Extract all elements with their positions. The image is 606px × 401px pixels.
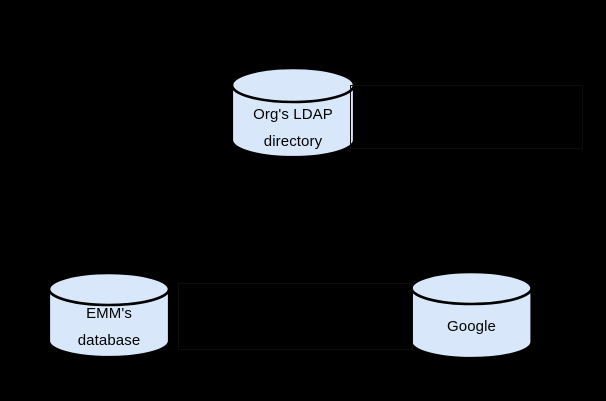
ldap-directory-label: Org's LDAP directory [232, 101, 354, 155]
label-line-1: EMM's [86, 305, 132, 322]
cylinder-body [230, 83, 356, 159]
cylinder-google [410, 270, 533, 360]
cylinder-top-ellipse [230, 66, 356, 104]
cylinder-ldap-directory [230, 66, 356, 159]
label-line-2: directory [263, 133, 323, 150]
cylinder-body [47, 287, 171, 359]
cylinder-top-ellipse [47, 271, 171, 307]
cylinder-emm-database [47, 271, 171, 359]
label-line-1: Google [447, 318, 496, 335]
cylinder-top-ellipse [410, 270, 533, 306]
label-line-1: Org's LDAP [253, 106, 333, 123]
emm-database-label: EMM's database [49, 300, 169, 354]
cylinder-body [410, 286, 533, 360]
label-line-2: database [77, 332, 141, 349]
google-label: Google [411, 313, 532, 340]
